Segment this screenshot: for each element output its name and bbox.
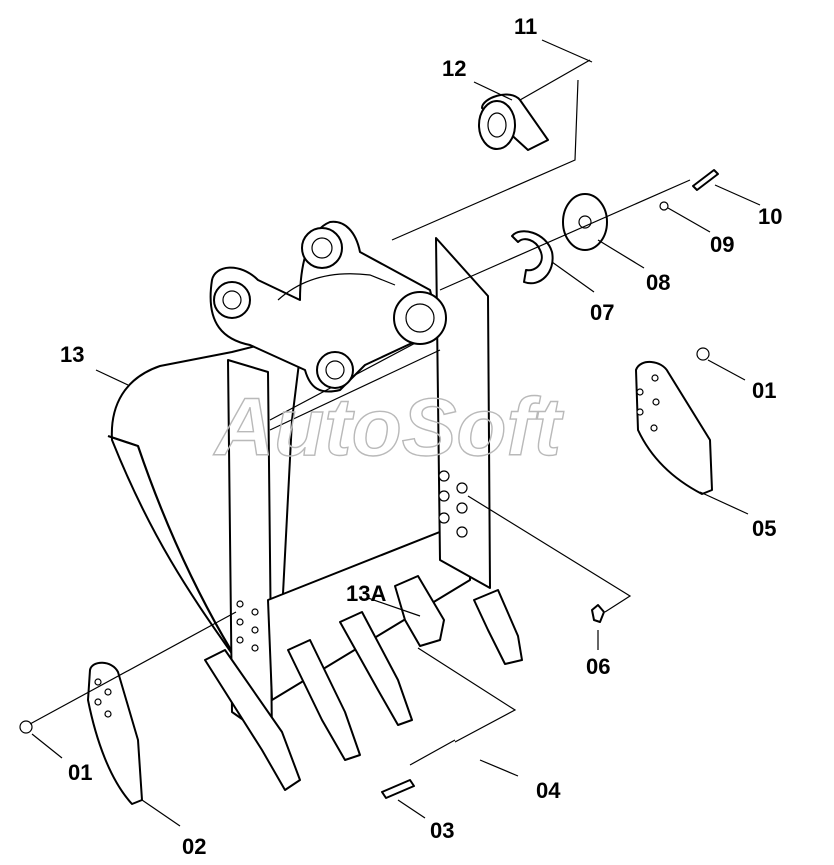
bucket-body bbox=[107, 220, 491, 741]
side-cutter-right bbox=[635, 347, 713, 495]
label-12: 12 bbox=[442, 56, 466, 81]
watermark-text: AutoSoft bbox=[213, 382, 565, 473]
label-08: 08 bbox=[646, 270, 670, 295]
left-plate-holes bbox=[236, 600, 259, 652]
label-13a: 13A bbox=[346, 581, 386, 606]
label-01-left: 01 bbox=[68, 760, 92, 785]
label-02: 02 bbox=[182, 834, 206, 859]
label-05: 05 bbox=[752, 516, 776, 541]
pin-assembly bbox=[391, 59, 719, 291]
label-06: 06 bbox=[586, 654, 610, 679]
right-plate-holes bbox=[438, 470, 468, 538]
leader-lines bbox=[29, 39, 761, 827]
label-13: 13 bbox=[60, 342, 84, 367]
label-07: 07 bbox=[590, 300, 614, 325]
part-labels: 11 12 10 09 08 07 13 01 05 13A 06 01 04 … bbox=[60, 14, 782, 859]
label-01-right: 01 bbox=[752, 378, 776, 403]
side-cutter-left bbox=[19, 661, 143, 805]
label-09: 09 bbox=[710, 232, 734, 257]
label-04: 04 bbox=[536, 778, 561, 803]
bucket-teeth bbox=[204, 575, 523, 791]
label-10: 10 bbox=[758, 204, 782, 229]
label-11: 11 bbox=[514, 14, 537, 39]
label-03: 03 bbox=[430, 818, 454, 843]
small-hardware bbox=[381, 604, 605, 799]
